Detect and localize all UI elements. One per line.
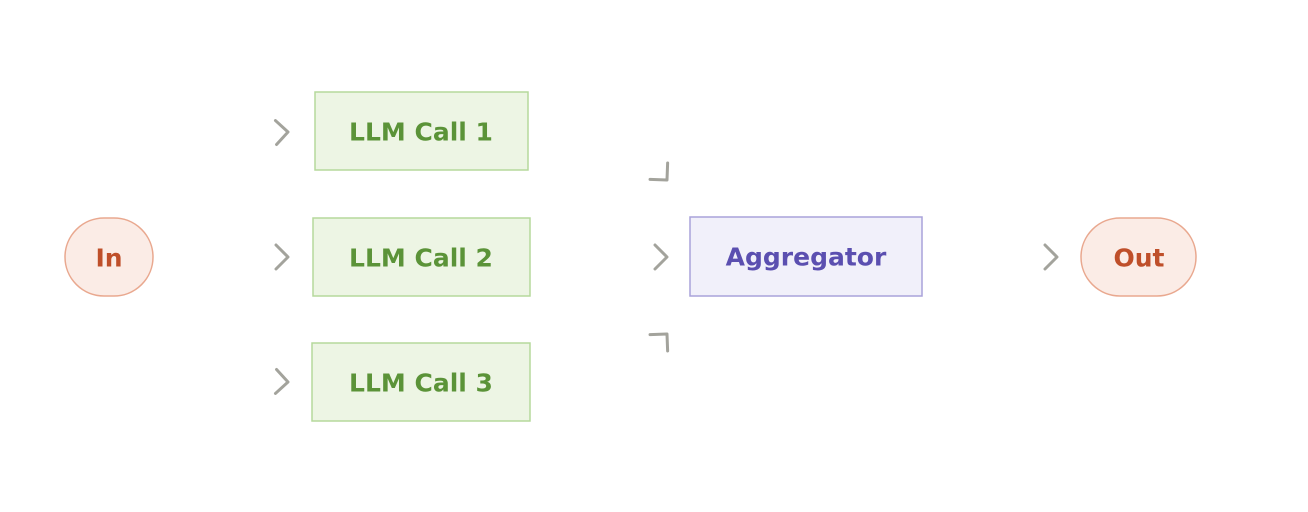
node-aggregator-shape xyxy=(689,216,923,297)
node-out: Out xyxy=(1080,217,1197,297)
node-llm-call-1: LLM Call 1 xyxy=(314,91,529,171)
node-aggregator: Aggregator xyxy=(689,216,923,297)
node-out-label: Out xyxy=(1113,244,1164,273)
node-llm-call-1-shape xyxy=(314,91,529,171)
node-llm-call-2-shape xyxy=(312,217,531,297)
arrow-llm-call-3-to-aggregator xyxy=(648,332,670,353)
arrow-llm-call-1-to-aggregator xyxy=(648,161,670,182)
node-in-shape xyxy=(64,217,154,297)
node-out-shape xyxy=(1080,217,1197,297)
node-llm-call-2-label: LLM Call 2 xyxy=(349,244,493,273)
node-in-label: In xyxy=(95,244,122,273)
node-llm-call-3-shape xyxy=(311,342,531,422)
node-in: In xyxy=(64,217,154,297)
arrows xyxy=(273,119,1059,395)
node-aggregator-label: Aggregator xyxy=(726,243,887,272)
arrow-in-to-llm-call-3 xyxy=(273,367,290,395)
node-llm-call-3-label: LLM Call 3 xyxy=(349,369,493,398)
node-llm-call-2: LLM Call 2 xyxy=(312,217,531,297)
node-llm-call-1-label: LLM Call 1 xyxy=(349,118,493,147)
node-llm-call-3: LLM Call 3 xyxy=(311,342,531,422)
arrow-in-to-llm-call-1 xyxy=(273,119,290,147)
